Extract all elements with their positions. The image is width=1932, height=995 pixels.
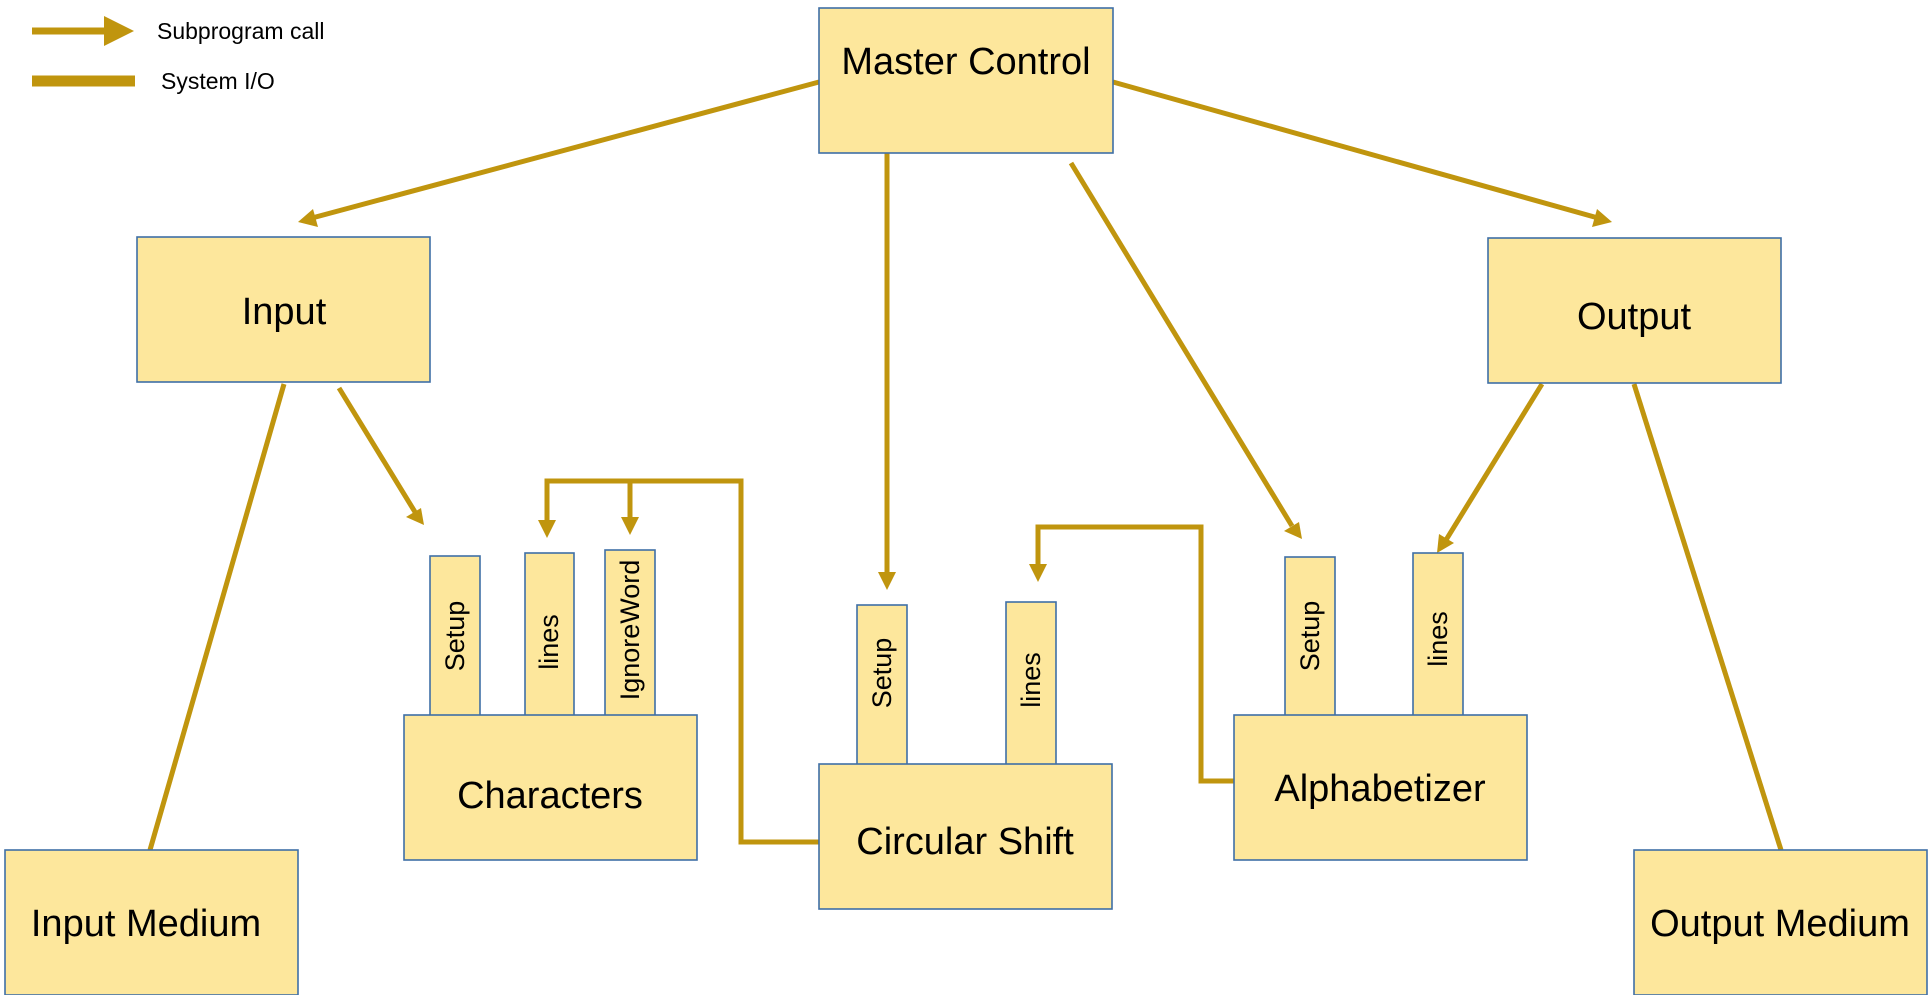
output-medium-rect bbox=[1633, 849, 1928, 995]
legend-call-arrowhead bbox=[104, 16, 134, 46]
arrowhead-input bbox=[298, 209, 318, 227]
characters-setup-label: Setup bbox=[440, 601, 470, 672]
io-output-to-output-medium bbox=[1631, 383, 1784, 851]
call-alphabetizer-to-circular-shift-lines bbox=[1035, 524, 1234, 784]
input-medium-label: Input Medium bbox=[31, 903, 261, 945]
call-output-to-alphabetizer-lines bbox=[1443, 382, 1545, 542]
arrowhead-alphabetizer-setup bbox=[1284, 522, 1302, 539]
input-rect bbox=[136, 236, 431, 383]
call-circular-shift-to-characters bbox=[544, 478, 820, 845]
alphabetizer-setup-rect bbox=[1284, 556, 1336, 717]
characters-label: Characters bbox=[457, 775, 643, 817]
call-master-to-output bbox=[1112, 79, 1599, 221]
circular-shift-setup-label: Setup bbox=[867, 638, 897, 709]
circular-shift-setup-rect bbox=[856, 604, 908, 766]
characters-rect bbox=[403, 714, 698, 861]
output-rect bbox=[1487, 237, 1782, 384]
alphabetizer-module: Setup lines Alphabetizer bbox=[1233, 552, 1528, 861]
output-medium-box: Output Medium bbox=[1633, 849, 1928, 995]
arrowhead-characters-ignoreword bbox=[621, 517, 639, 535]
circular-shift-module: Setup lines Circular Shift bbox=[818, 601, 1113, 910]
arrowhead-output bbox=[1592, 209, 1612, 227]
arrowhead-characters-lines bbox=[538, 520, 556, 538]
alphabetizer-rect bbox=[1233, 714, 1528, 861]
circular-shift-label: Circular Shift bbox=[856, 821, 1074, 863]
call-master-to-alphabetizer-setup bbox=[1068, 161, 1295, 528]
input-medium-box: Input Medium bbox=[4, 849, 299, 995]
characters-lines-rect bbox=[524, 552, 575, 717]
characters-lines-label: lines bbox=[534, 614, 564, 670]
arrowhead-characters-setup bbox=[406, 508, 424, 525]
arrowhead-alphabetizer-lines bbox=[1437, 534, 1454, 553]
call-input-to-characters-setup bbox=[336, 386, 418, 514]
master-control-box: Master Control bbox=[818, 7, 1114, 154]
input-medium-rect bbox=[4, 849, 299, 995]
io-input-to-input-medium bbox=[147, 383, 287, 851]
connectors bbox=[147, 79, 1784, 851]
alphabetizer-setup-label: Setup bbox=[1295, 601, 1325, 672]
circular-shift-rect bbox=[818, 763, 1113, 910]
master-control-label: Master Control bbox=[841, 41, 1090, 83]
call-master-to-input bbox=[311, 79, 820, 221]
characters-setup-rect bbox=[429, 555, 481, 717]
characters-module: Setup lines IgnoreWord Characters bbox=[403, 549, 698, 861]
circular-shift-lines-label: lines bbox=[1016, 652, 1046, 708]
legend-call-label: Subprogram call bbox=[157, 18, 324, 44]
alphabetizer-lines-label: lines bbox=[1423, 611, 1453, 667]
output-box: Output bbox=[1487, 237, 1782, 384]
input-box: Input bbox=[136, 236, 431, 383]
characters-ignoreword-rect bbox=[604, 549, 656, 717]
arrowhead-circular-shift-setup bbox=[878, 572, 896, 590]
output-medium-label: Output Medium bbox=[1650, 903, 1910, 945]
arrowhead-circular-shift-lines bbox=[1029, 564, 1047, 582]
master-control-rect bbox=[818, 7, 1114, 154]
legend: Subprogram call System I/O bbox=[32, 16, 324, 94]
legend-io-label: System I/O bbox=[161, 68, 275, 94]
input-label: Input bbox=[242, 291, 327, 333]
output-label: Output bbox=[1577, 296, 1692, 338]
characters-ignoreword-label: IgnoreWord bbox=[615, 560, 645, 701]
alphabetizer-label: Alphabetizer bbox=[1274, 768, 1486, 810]
